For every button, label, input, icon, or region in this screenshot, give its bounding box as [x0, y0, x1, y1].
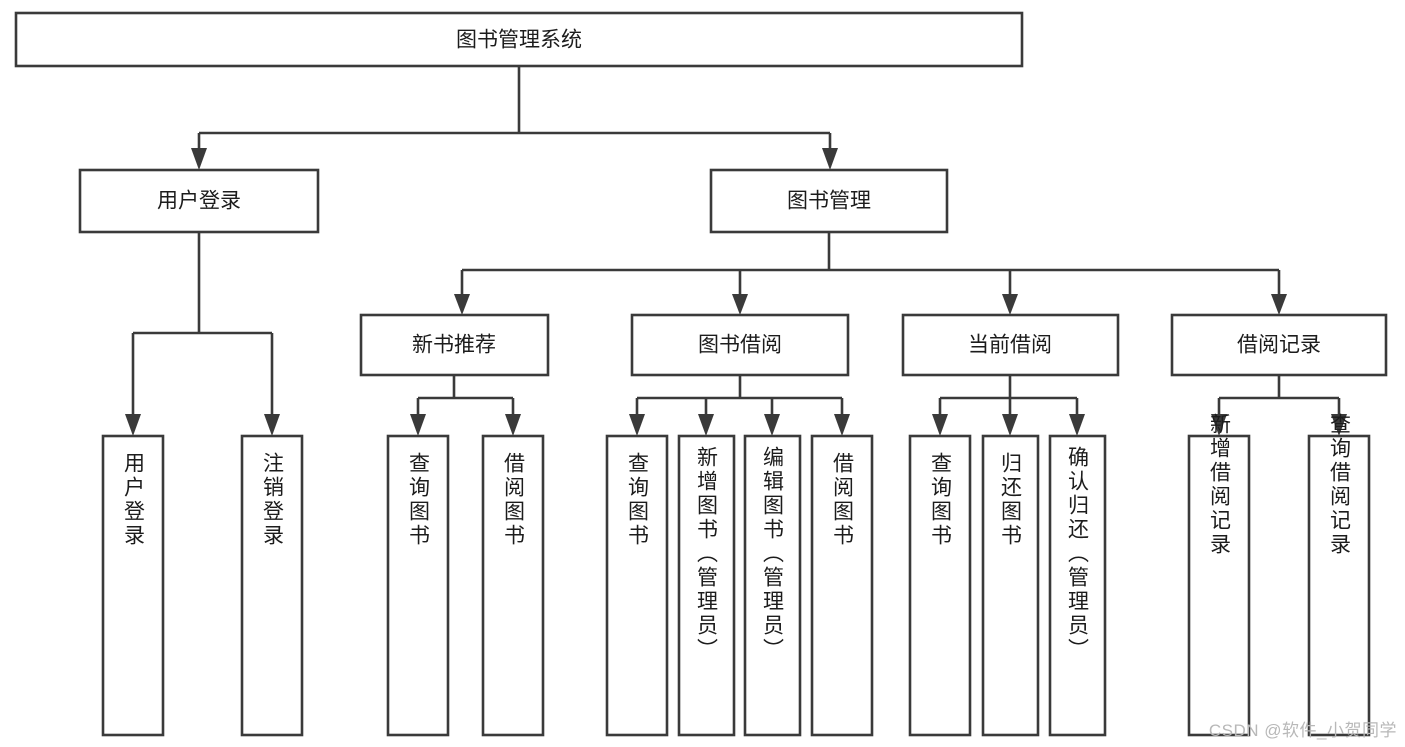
- node-leaf-confirm-return-label: 确认归还（管理员）: [1066, 446, 1090, 662]
- node-leaf-user-login-rect: [101, 434, 165, 737]
- arrow-head-leaf-return-book: [1002, 414, 1018, 436]
- node-book-borrow-label: 图书借阅: [698, 334, 782, 357]
- node-book-borrow-rect: [630, 313, 850, 377]
- node-leaf-query-record-label: 查询借阅记录: [1328, 413, 1352, 557]
- node-book-borrow[interactable]: 图书借阅: [630, 313, 850, 377]
- node-current-borrow-label: 当前借阅: [968, 334, 1052, 357]
- node-book-manage[interactable]: 图书管理: [709, 168, 949, 234]
- node-leaf-edit-book-label: 编辑图书（管理员）: [761, 446, 785, 662]
- arrow-head-leaf-borrow-book-1: [505, 414, 521, 436]
- node-leaf-return-book-rect: [981, 434, 1040, 737]
- node-leaf-add-record[interactable]: 新增借阅记录: [1187, 413, 1251, 737]
- arrow-head-leaf-logout: [264, 414, 280, 436]
- node-leaf-user-login[interactable]: 用户登录: [101, 434, 165, 737]
- node-new-book-rec-label: 新书推荐: [412, 334, 496, 357]
- node-leaf-query-book-2[interactable]: 查询图书: [605, 434, 669, 737]
- arrow-head-user-login: [191, 148, 207, 170]
- arrow-head-borrow-record: [1271, 294, 1287, 315]
- node-leaf-query-book-1[interactable]: 查询图书: [386, 434, 450, 737]
- node-leaf-logout-rect: [240, 434, 304, 737]
- connectors-borrow-record-to-leaves: [1211, 375, 1347, 436]
- node-leaf-query-record[interactable]: 查询借阅记录: [1307, 413, 1371, 737]
- connectors-current-borrow-to-leaves: [932, 375, 1085, 436]
- node-leaf-borrow-book-1-label: 借阅图书: [502, 452, 526, 548]
- node-leaf-query-book-2-rect: [605, 434, 669, 737]
- arrow-head-leaf-borrow-book-2: [834, 414, 850, 436]
- arrow-head-leaf-add-record: [1211, 414, 1227, 436]
- node-book-manage-label: 图书管理: [787, 190, 871, 213]
- connectors-user-login-to-leaves: [125, 232, 280, 436]
- node-leaf-query-book-3-label: 查询图书: [929, 452, 953, 548]
- connectors-book-manage-to-level3: [454, 232, 1287, 315]
- node-root-system-label: 图书管理系统: [456, 29, 582, 52]
- node-leaf-logout-label: 注销登录: [261, 452, 285, 548]
- node-leaf-edit-book-rect: [743, 434, 802, 737]
- node-leaf-logout[interactable]: 注销登录: [240, 434, 304, 737]
- node-borrow-record[interactable]: 借阅记录: [1170, 313, 1388, 377]
- node-new-book-rec[interactable]: 新书推荐: [359, 313, 550, 377]
- node-root-system-rect: [14, 11, 1024, 68]
- node-leaf-edit-book[interactable]: 编辑图书（管理员）: [743, 434, 802, 737]
- node-leaf-add-record-label: 新增借阅记录: [1208, 413, 1232, 557]
- node-leaf-confirm-return-rect: [1048, 434, 1107, 737]
- node-leaf-query-record-rect: [1307, 434, 1371, 737]
- node-leaf-borrow-book-2-rect: [810, 434, 874, 737]
- node-leaf-query-book-3[interactable]: 查询图书: [908, 434, 972, 737]
- arrow-head-new-book-rec: [454, 294, 470, 315]
- node-user-login-label: 用户登录: [157, 190, 241, 213]
- node-leaf-query-book-3-rect: [908, 434, 972, 737]
- node-leaf-add-record-rect: [1187, 434, 1251, 737]
- node-current-borrow-rect: [901, 313, 1120, 377]
- node-leaf-borrow-book-1-rect: [481, 434, 545, 737]
- node-borrow-record-label: 借阅记录: [1237, 334, 1321, 357]
- node-leaf-add-book-label: 新增图书（管理员）: [695, 446, 719, 662]
- node-leaf-confirm-return[interactable]: 确认归还（管理员）: [1048, 434, 1107, 737]
- node-leaf-add-book-rect: [677, 434, 736, 737]
- node-book-manage-rect: [709, 168, 949, 234]
- arrow-head-leaf-query-record: [1331, 414, 1347, 436]
- node-current-borrow[interactable]: 当前借阅: [901, 313, 1120, 377]
- arrow-head-leaf-query-book-2: [629, 414, 645, 436]
- node-user-login-rect: [78, 168, 320, 234]
- node-leaf-user-login-label: 用户登录: [122, 452, 146, 548]
- node-leaf-query-book-1-label: 查询图书: [407, 452, 431, 548]
- connectors-root-to-level2: [191, 66, 838, 170]
- node-leaf-query-book-1-rect: [386, 434, 450, 737]
- arrow-head-leaf-confirm-return: [1069, 414, 1085, 436]
- arrow-head-current-borrow: [1002, 294, 1018, 315]
- arrow-head-leaf-query-book-1: [410, 414, 426, 436]
- arrow-head-leaf-edit-book: [764, 414, 780, 436]
- connectors-new-book-rec-to-leaves: [410, 375, 521, 436]
- connectors-book-borrow-to-leaves: [629, 375, 850, 436]
- node-new-book-rec-rect: [359, 313, 550, 377]
- node-leaf-query-book-2-label: 查询图书: [626, 452, 650, 548]
- node-leaf-borrow-book-2-label: 借阅图书: [831, 452, 855, 548]
- node-leaf-borrow-book-2[interactable]: 借阅图书: [810, 434, 874, 737]
- node-root-system[interactable]: 图书管理系统: [14, 11, 1024, 68]
- node-leaf-add-book[interactable]: 新增图书（管理员）: [677, 434, 736, 737]
- node-user-login[interactable]: 用户登录: [78, 168, 320, 234]
- arrow-head-leaf-query-book-3: [932, 414, 948, 436]
- arrow-head-book-borrow: [732, 294, 748, 315]
- node-leaf-borrow-book-1[interactable]: 借阅图书: [481, 434, 545, 737]
- node-leaf-return-book[interactable]: 归还图书: [981, 434, 1040, 737]
- node-leaf-return-book-label: 归还图书: [999, 452, 1023, 548]
- node-borrow-record-rect: [1170, 313, 1388, 377]
- arrow-head-leaf-user-login: [125, 414, 141, 436]
- arrow-head-book-manage: [822, 148, 838, 170]
- arrow-head-leaf-add-book: [698, 414, 714, 436]
